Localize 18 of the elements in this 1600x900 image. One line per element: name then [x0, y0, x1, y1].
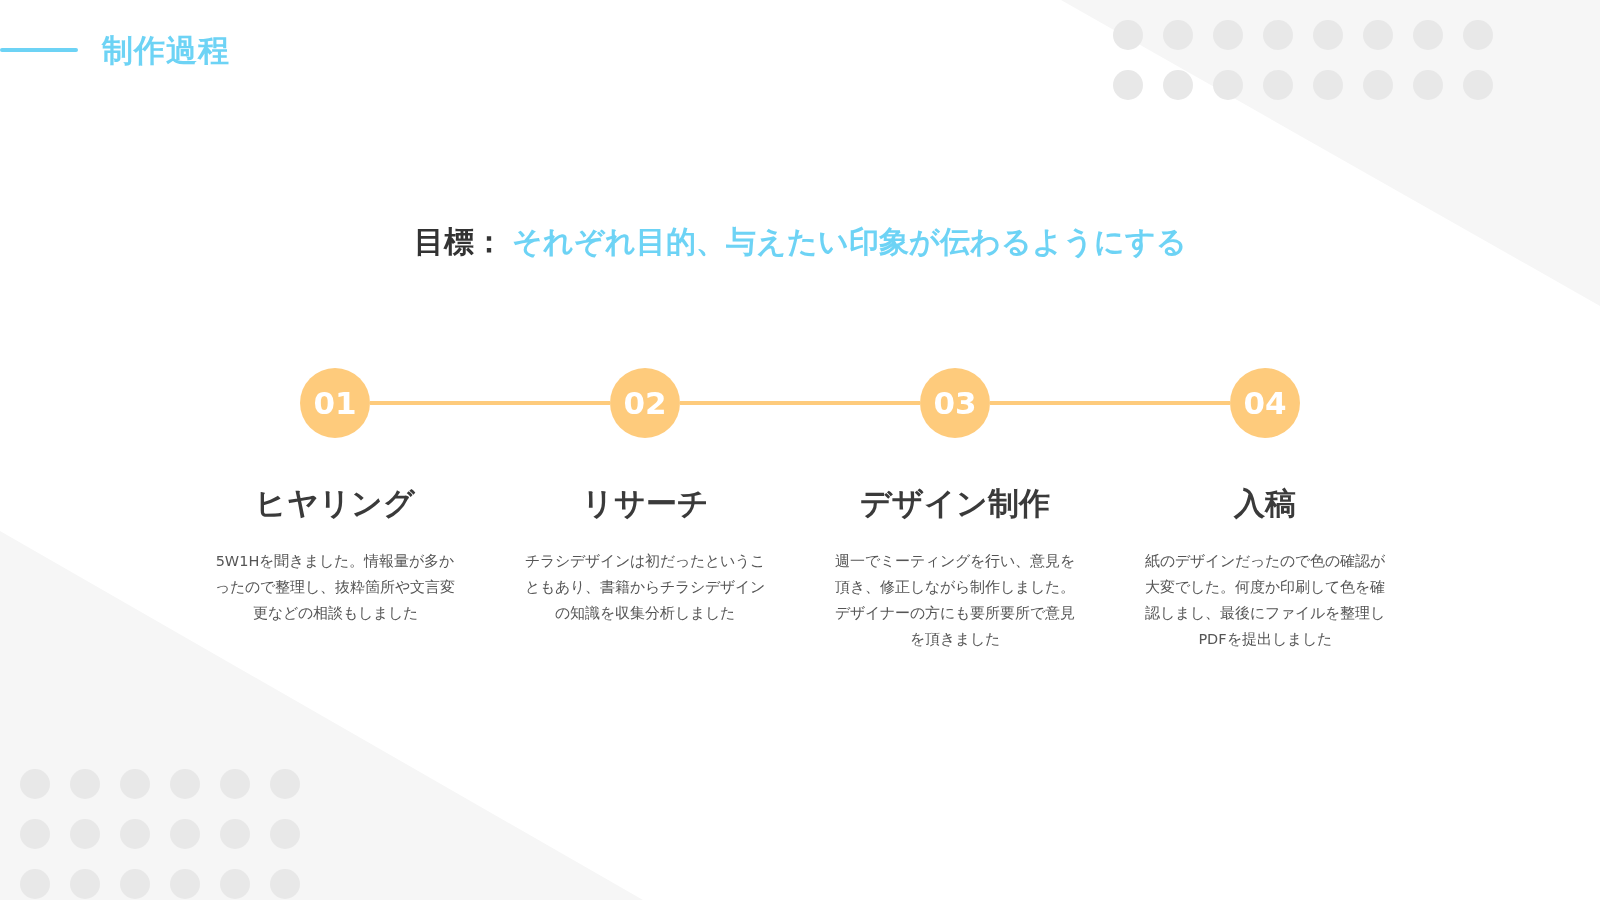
step-number-circle: 01 [300, 368, 370, 438]
page-title: 制作過程 [102, 31, 230, 70]
step-number-circle: 04 [1230, 368, 1300, 438]
step-title: ヒヤリング [254, 484, 416, 523]
step-description: チラシデザインは初だったということもあり、書籍からチラシデザインの知識を収集分析しました [524, 552, 766, 623]
step-title: リサーチ [580, 484, 710, 523]
step-description: 週一でミーティングを行い、意見を頂き、修正しながら制作しました。デザイナーの方にも要所要所で意見を頂きました [834, 552, 1076, 649]
step-description: 紙のデザインだったので色の確認が大変でした。何度か印刷して色を確認しまし、最後にファイルを整理しPDFを提出しました [1144, 552, 1386, 649]
step-title: デザイン制作 [859, 484, 1051, 523]
connector-line [370, 401, 610, 405]
connector-line [990, 401, 1230, 405]
step-number-circle: 03 [920, 368, 990, 438]
connector-line [680, 401, 920, 405]
step-title: 入稿 [1232, 484, 1297, 523]
step-description: 5W1Hを聞きました。情報量が多かったので整理し、抜粋箇所や文言変更などの相談もしました [214, 552, 456, 623]
goal-label: 目標： [413, 223, 504, 261]
step-number-circle: 02 [610, 368, 680, 438]
goal-text: それぞれ目的、与えたい印象が伝わるようにする [511, 223, 1187, 261]
